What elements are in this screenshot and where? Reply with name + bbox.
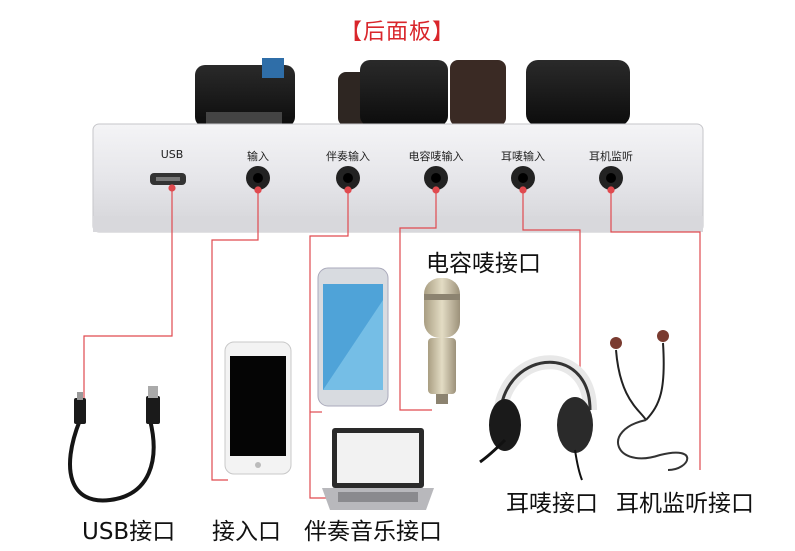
jack-condenser (424, 166, 448, 190)
connection-lines (83, 184, 701, 499)
laptop-image (322, 428, 434, 510)
jack-monitor (599, 166, 623, 190)
panel-label-usb: USB (160, 148, 184, 161)
label-usb: USB接口 (82, 519, 176, 545)
panel-label-input: 输入 (247, 150, 269, 163)
condenser-mic-image (424, 278, 460, 404)
label-condenser: 电容唛接口 (426, 251, 541, 277)
headset-image (479, 355, 597, 481)
label-headset: 耳唛接口 (506, 491, 598, 517)
knob-1 (195, 58, 295, 127)
jack-headset-mic (511, 166, 535, 190)
usb-port (150, 173, 186, 185)
earphones-image (610, 330, 689, 471)
usb-cable-image (68, 386, 160, 503)
panel-label-monitor: 耳机监听 (589, 150, 633, 163)
back-panel (92, 123, 704, 233)
panel-label-headset-mic: 耳唛输入 (501, 150, 545, 163)
phone-silver-image (317, 267, 389, 407)
label-monitor: 耳机监听接口 (616, 491, 754, 517)
label-input: 接入口 (212, 519, 281, 545)
jack-input (246, 166, 270, 190)
knob-2 (338, 60, 506, 126)
page-title: 【后面板】 (339, 20, 455, 45)
knob-3 (526, 60, 630, 126)
panel-label-condenser: 电容唛输入 (408, 150, 464, 163)
phone-white-image (224, 341, 292, 475)
label-accompany: 伴奏音乐接口 (304, 519, 442, 545)
jack-accompany (336, 166, 360, 190)
panel-label-accompany: 伴奏输入 (326, 150, 370, 163)
